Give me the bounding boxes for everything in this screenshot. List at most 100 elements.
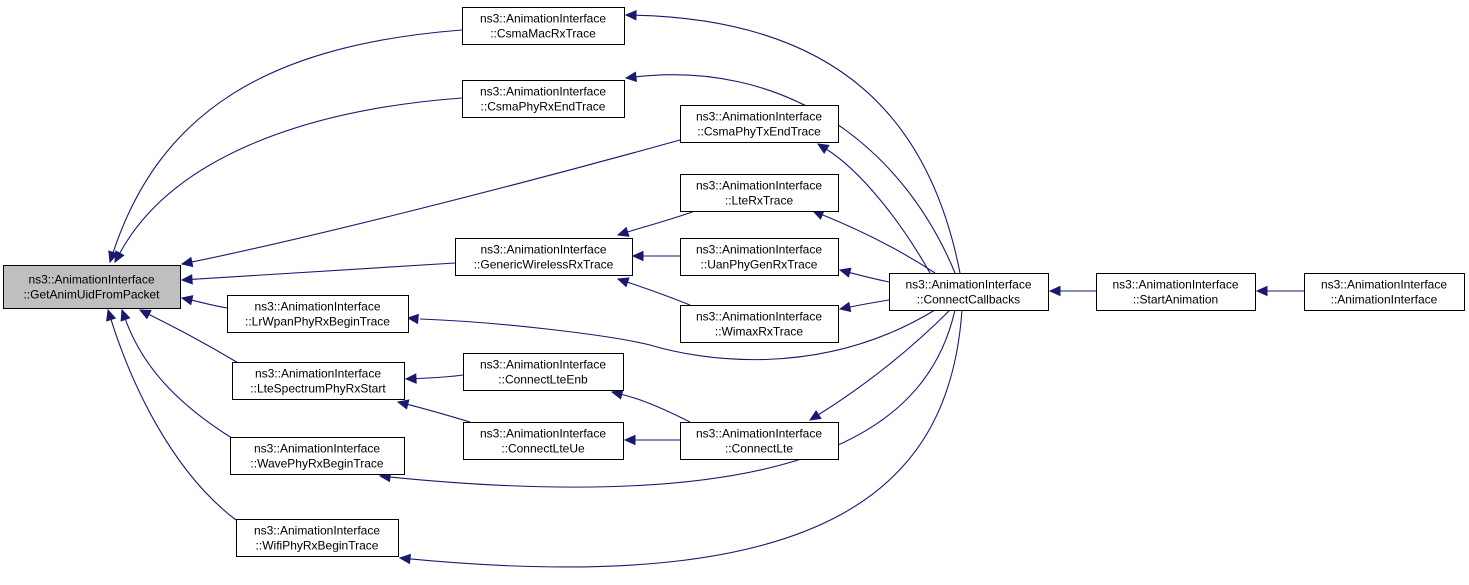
node-method-label: ::ConnectLteUe [501, 442, 585, 456]
node-namespace-label: ns3::AnimationInterface [696, 310, 822, 324]
node-box [236, 519, 399, 557]
edge-arrowhead [114, 250, 125, 264]
node-namespace-label: ns3::AnimationInterface [696, 427, 822, 441]
node-namespace-label: ns3::AnimationInterface [480, 85, 606, 99]
node-method-label: ::CsmaPhyTxEndTrace [697, 125, 821, 139]
edge-arrowhead [808, 409, 822, 421]
edge-arrowhead [838, 301, 852, 313]
edge-connectcallbacks-to-csmaphytxend [816, 143, 931, 274]
node-lterx[interactable]: ns3::AnimationInterface::LteRxTrace [680, 174, 839, 212]
node-box [455, 238, 633, 276]
node-method-label: ::AnimationInterface [1331, 293, 1438, 307]
edge-line [419, 309, 936, 361]
edge-line [825, 148, 931, 274]
edge-connectlte-to-connectlteue [623, 434, 680, 446]
edge-arrowhead [610, 389, 624, 400]
edge-connectcallbacks-to-lrwpan [406, 309, 936, 361]
edge-arrowhead [106, 308, 117, 322]
edge-line [388, 309, 956, 488]
node-box [462, 80, 625, 118]
edge-connectcallbacks-to-wifiphy [398, 309, 963, 568]
edge-connectcallbacks-to-wimaxrx [838, 299, 890, 313]
node-method-label: ::LrWpanPhyRxBeginTrace [245, 315, 390, 329]
edge-arrowhead [631, 250, 644, 262]
node-method-label: ::LteSpectrumPhyRxStart [250, 382, 386, 396]
node-namespace-label: ns3::AnimationInterface [480, 12, 606, 26]
node-ltespectrum[interactable]: ns3::AnimationInterface::LteSpectrumPhyR… [232, 362, 405, 400]
node-method-label: ::WavePhyRxBeginTrace [250, 457, 383, 471]
edge-arrowhead [624, 71, 638, 83]
edge-wifiphy-to-getanimuid [106, 308, 237, 521]
node-namespace-label: ns3::AnimationInterface [480, 358, 606, 372]
node-wavephy[interactable]: ns3::AnimationInterface::WavePhyRxBeginT… [230, 437, 405, 475]
edge-csmamacrx-to-getanimuid [108, 29, 463, 264]
node-box [680, 105, 839, 143]
node-box [463, 353, 624, 391]
node-method-label: ::UanPhyGenRxTrace [701, 258, 818, 272]
node-csmaphytxend[interactable]: ns3::AnimationInterface::CsmaPhyTxEndTra… [680, 105, 839, 143]
node-csmaphyrxend[interactable]: ns3::AnimationInterface::CsmaPhyRxEndTra… [462, 80, 625, 118]
node-connectcallbacks[interactable]: ns3::AnimationInterface::ConnectCallback… [889, 273, 1049, 311]
edge-line [817, 309, 951, 416]
node-uanphygen[interactable]: ns3::AnimationInterface::UanPhyGenRxTrac… [680, 238, 839, 276]
node-box [889, 273, 1049, 311]
node-namespace-label: ns3::AnimationInterface [254, 442, 380, 456]
nodes-layer: ns3::AnimationInterface::GetAnimUidFromP… [3, 7, 1465, 557]
edge-connectlte-to-connectlteenb [610, 389, 691, 423]
node-method-label: ::CsmaMacRxTrace [490, 27, 596, 41]
edge-ltespectrum-to-getanimuid [138, 309, 241, 365]
edge-arrowhead [1048, 285, 1061, 297]
edge-line [848, 299, 890, 308]
edge-connectlteue-to-ltespectrum [396, 399, 471, 423]
node-connectlteenb[interactable]: ns3::AnimationInterface::ConnectLteEnb [463, 353, 624, 391]
edge-line [406, 403, 471, 423]
node-startanimation[interactable]: ns3::AnimationInterface::StartAnimation [1096, 273, 1256, 311]
node-wifiphy[interactable]: ns3::AnimationInterface::WifiPhyRxBeginT… [236, 519, 399, 557]
edge-line [848, 271, 890, 283]
node-namespace-label: ns3::AnimationInterface [255, 367, 381, 381]
node-box [680, 422, 839, 460]
node-getanimuid[interactable]: ns3::AnimationInterface::GetAnimUidFromP… [3, 265, 181, 309]
node-namespace-label: ns3::AnimationInterface [905, 278, 1031, 292]
node-namespace-label: ns3::AnimationInterface [696, 243, 822, 257]
node-method-label: ::ConnectLteEnb [498, 373, 588, 387]
edge-csmaphytxend-to-getanimuid [180, 139, 681, 268]
node-namespace-label: ns3::AnimationInterface [1321, 278, 1447, 292]
node-method-label: ::GenericWirelessRxTrace [474, 258, 614, 272]
node-method-label: ::WimaxRxTrace [715, 325, 804, 339]
node-box [232, 362, 405, 400]
node-namespace-label: ns3::AnimationInterface [480, 427, 606, 441]
edge-arrowhead [180, 295, 194, 306]
edge-arrowhead [838, 267, 852, 278]
node-method-label: ::WifiPhyRxBeginTrace [256, 539, 379, 553]
node-namespace-label: ns3::AnimationInterface [1112, 278, 1238, 292]
edge-line [408, 309, 963, 568]
node-connectlteue[interactable]: ns3::AnimationInterface::ConnectLteUe [463, 422, 624, 460]
node-box [680, 174, 839, 212]
edge-arrowhead [138, 309, 152, 320]
edge-arrowhead [616, 277, 630, 288]
edge-line [110, 318, 237, 521]
node-box [230, 437, 405, 475]
edge-arrowhead [1255, 285, 1268, 297]
edge-animationinterface-to-startanimation [1255, 285, 1304, 297]
edge-csmaphyrxend-to-getanimuid [114, 97, 463, 264]
node-lrwpan[interactable]: ns3::AnimationInterface::LrWpanPhyRxBegi… [227, 295, 409, 333]
edge-arrowhead [406, 313, 419, 325]
node-namespace-label: ns3::AnimationInterface [28, 273, 154, 287]
node-wimaxrx[interactable]: ns3::AnimationInterface::WimaxRxTrace [680, 305, 839, 343]
edge-wavephy-to-getanimuid [120, 308, 236, 441]
node-connectlte[interactable]: ns3::AnimationInterface::ConnectLte [680, 422, 839, 460]
node-animationinterface[interactable]: ns3::AnimationInterface::AnimationInterf… [1304, 273, 1465, 311]
node-box [680, 238, 839, 276]
node-namespace-label: ns3::AnimationInterface [254, 300, 380, 314]
edge-lrwpan-to-getanimuid [180, 295, 228, 309]
node-method-label: ::CsmaPhyRxEndTrace [481, 100, 606, 114]
node-method-label: ::StartAnimation [1133, 293, 1218, 307]
node-genericwireless[interactable]: ns3::AnimationInterface::GenericWireless… [455, 238, 633, 276]
node-method-label: ::ConnectCallbacks [917, 293, 1020, 307]
edge-line [112, 29, 463, 254]
node-box [1096, 273, 1256, 311]
node-csmamacrx[interactable]: ns3::AnimationInterface::CsmaMacRxTrace [462, 7, 625, 45]
